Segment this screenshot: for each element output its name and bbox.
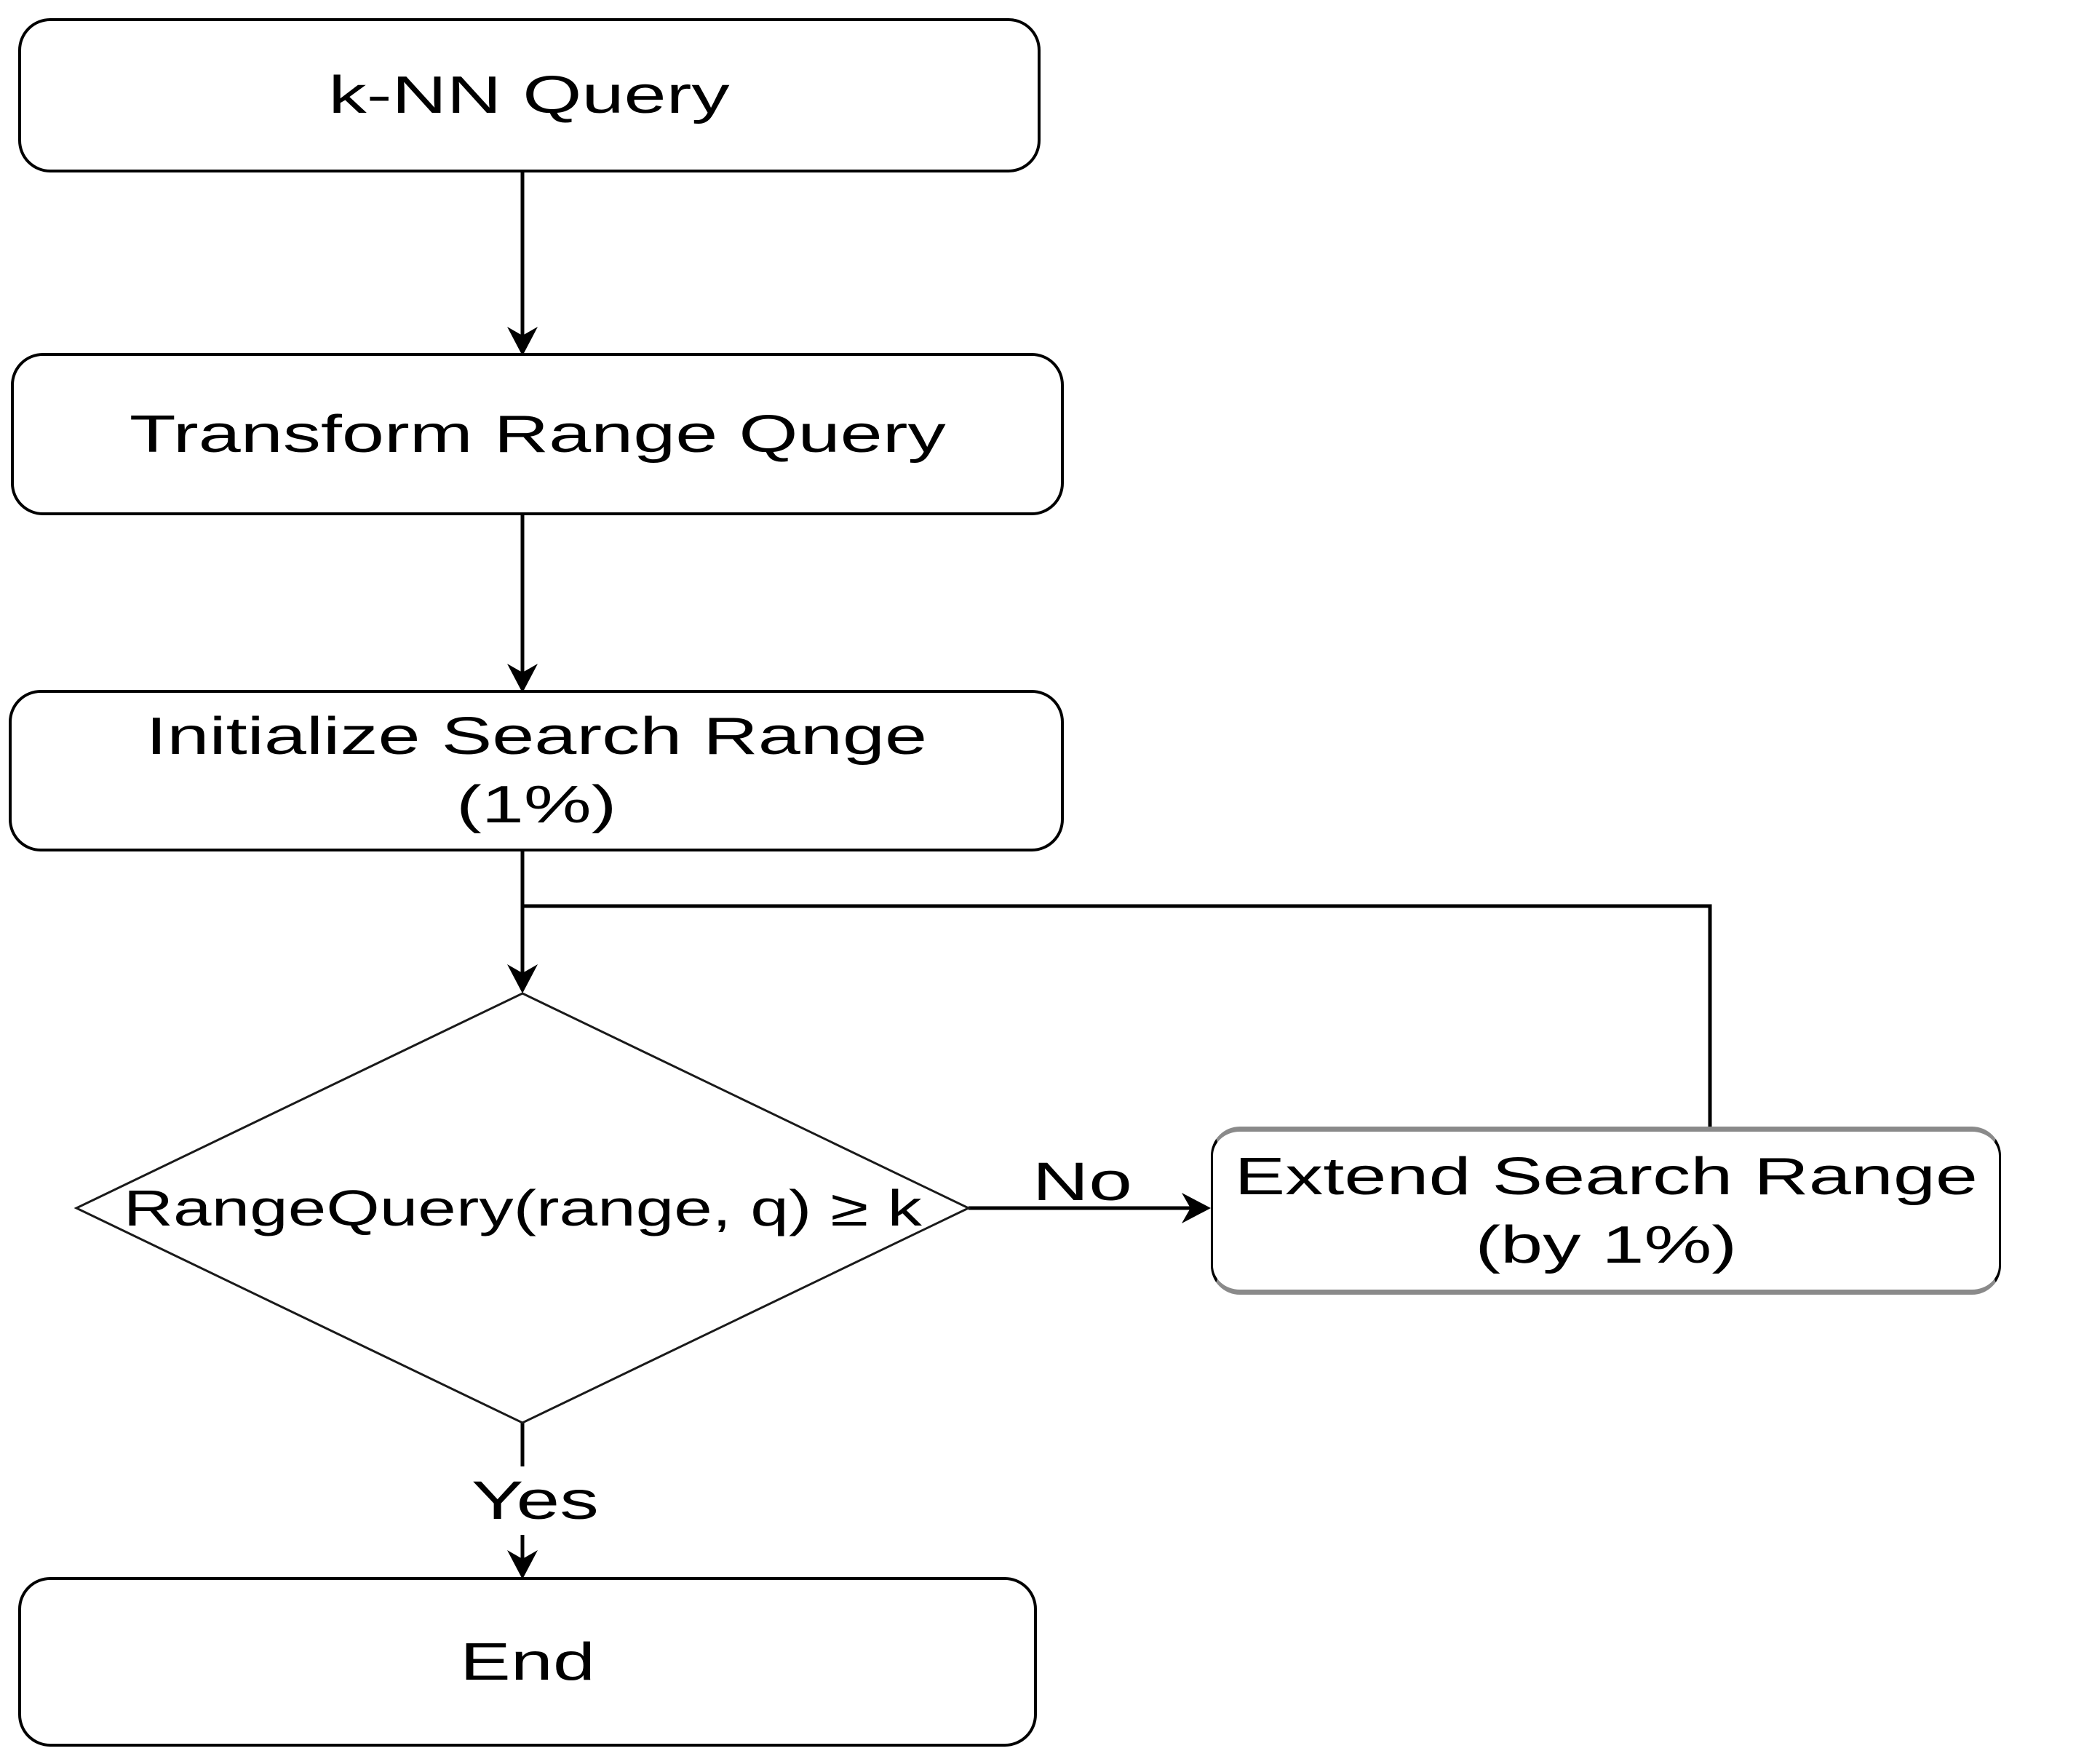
- arrowhead-into-initialize: [507, 664, 538, 693]
- node-label-knn-query: k-NN Query: [329, 61, 730, 130]
- process-extend-search-range: Extend Search Range (by 1%): [1211, 1127, 2001, 1295]
- arrowhead-into-extend: [1182, 1193, 1211, 1223]
- node-label-line2: (1%): [456, 776, 617, 834]
- connector-extend-loopback: [521, 904, 1712, 1129]
- edge-label-no-text: No: [1032, 1151, 1132, 1212]
- edge-label-yes: Yes: [448, 1463, 622, 1538]
- arrowhead-into-end: [507, 1550, 538, 1579]
- node-label-line1: Extend Search Range: [1234, 1147, 1978, 1206]
- node-label-line1: Initialize Search Range: [146, 707, 927, 766]
- node-label-initialize: Initialize Search Range (1%): [146, 702, 927, 839]
- edge-label-no: No: [1002, 1144, 1162, 1220]
- edge-label-yes-text: Yes: [454, 1466, 616, 1535]
- node-label-end: End: [460, 1628, 595, 1696]
- process-knn-query: k-NN Query: [18, 18, 1041, 172]
- process-transform-range-query: Transform Range Query: [11, 353, 1064, 515]
- arrowhead-into-transform: [507, 327, 538, 356]
- arrowhead-into-decision: [507, 964, 538, 993]
- decision-label: RangeQuery(range, q) ≥ k: [76, 1135, 969, 1281]
- node-label-text: Transform Range Query: [129, 405, 946, 464]
- terminator-end: End: [18, 1577, 1037, 1747]
- process-initialize-search-range: Initialize Search Range (1%): [9, 690, 1064, 851]
- node-label-line2: (by 1%): [1475, 1215, 1737, 1274]
- node-label-text: End: [460, 1632, 595, 1691]
- decision-label-text: RangeQuery(range, q) ≥ k: [123, 1180, 922, 1236]
- node-label-extend: Extend Search Range (by 1%): [1234, 1143, 1977, 1279]
- node-label-transform: Transform Range Query: [130, 400, 946, 469]
- decision-diamond-shape: [73, 992, 971, 1424]
- node-label-text: k-NN Query: [328, 66, 731, 124]
